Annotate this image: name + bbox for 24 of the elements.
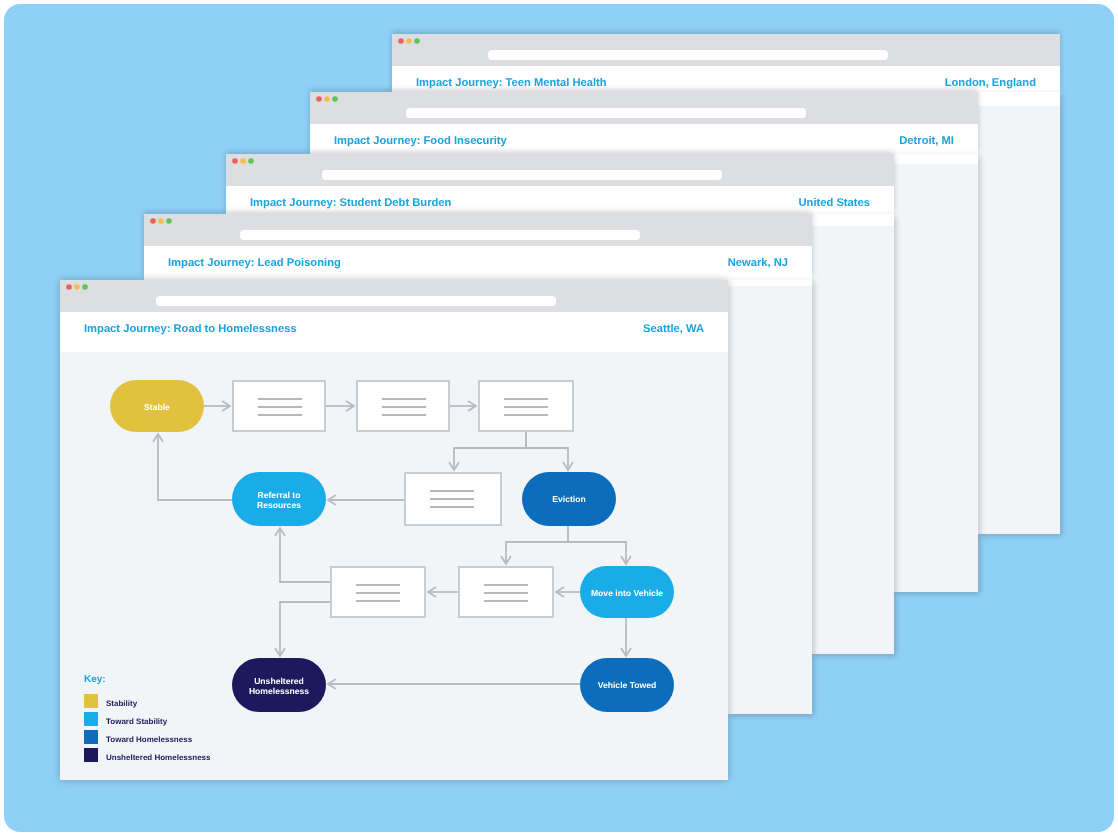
arrow bbox=[152, 433, 233, 501]
arrow bbox=[325, 400, 355, 412]
browser-window bbox=[144, 214, 812, 280]
arrow bbox=[274, 527, 331, 583]
arrow bbox=[327, 494, 405, 506]
browser-window bbox=[226, 154, 894, 214]
arrow bbox=[525, 431, 574, 471]
browser-window bbox=[60, 280, 728, 780]
placeholder-box bbox=[404, 472, 502, 526]
placeholder-box bbox=[232, 380, 326, 432]
placeholder-box bbox=[356, 380, 450, 432]
browser-window bbox=[392, 34, 1060, 92]
arrow bbox=[567, 525, 632, 565]
arrow bbox=[203, 400, 231, 412]
arrow bbox=[274, 601, 331, 657]
arrow bbox=[327, 678, 581, 690]
placeholder-box bbox=[330, 566, 426, 618]
placeholder-box bbox=[458, 566, 554, 618]
arrow bbox=[427, 586, 459, 598]
arrow bbox=[449, 400, 477, 412]
browser-window bbox=[310, 92, 978, 154]
placeholder-box bbox=[478, 380, 574, 432]
arrow bbox=[620, 617, 632, 657]
arrow bbox=[555, 586, 581, 598]
